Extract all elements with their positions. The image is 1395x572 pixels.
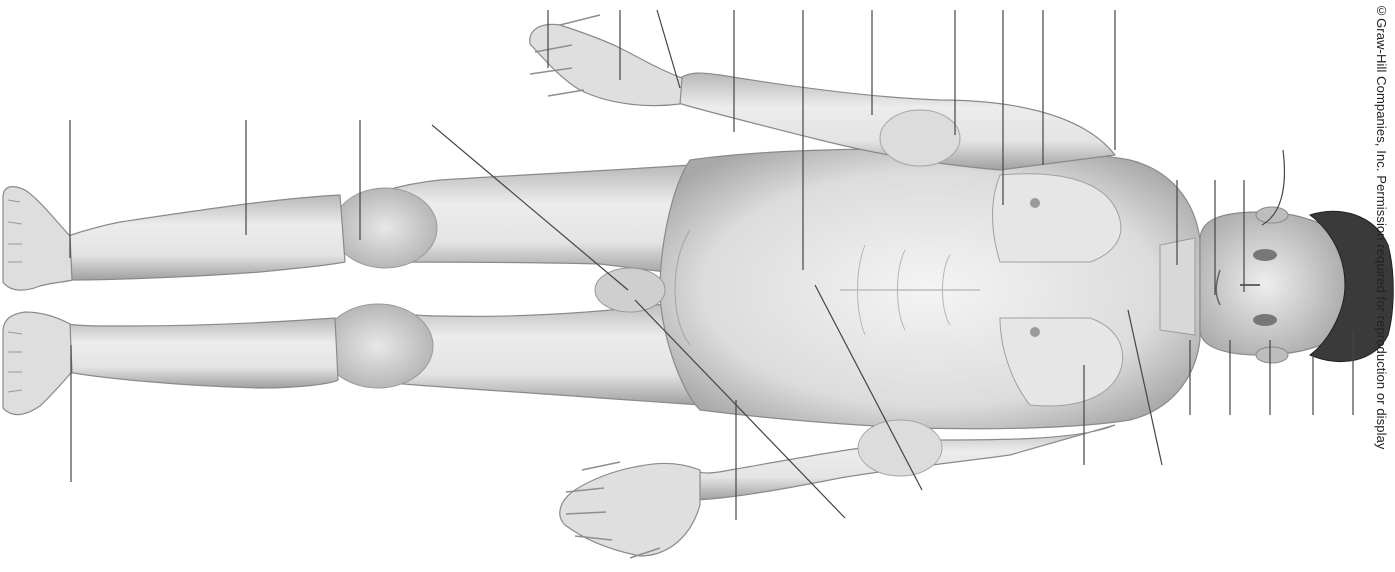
left-leg [3, 165, 690, 290]
left-arm [530, 15, 1115, 170]
right-leg [3, 300, 700, 415]
copyright-text: ©Graw-Hill Companies, Inc. Permission re… [1369, 3, 1389, 563]
right-arm [560, 420, 1115, 558]
torso [595, 149, 1200, 428]
